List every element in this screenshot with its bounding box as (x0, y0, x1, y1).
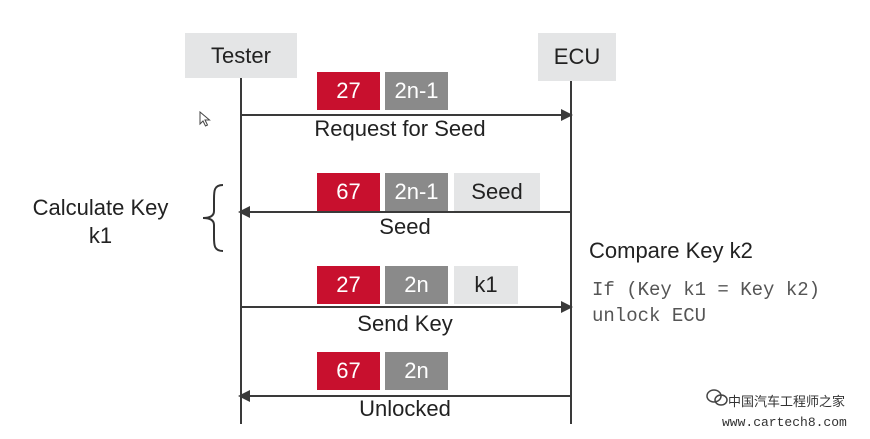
mouse-cursor-icon (199, 111, 211, 127)
message-3-parameter-text: k1 (474, 272, 498, 297)
message-1-label: Request for Seed (314, 116, 486, 141)
curly-brace-icon (202, 184, 224, 252)
message-1-subfunction-text: 2n-1 (394, 78, 439, 103)
ecu-lifeline (570, 81, 572, 424)
tester-actor: Tester (185, 33, 297, 78)
message-3-sid: 27 (317, 266, 380, 304)
message-2-subfunction: 2n-1 (385, 173, 448, 211)
message-2-parameter: Seed (454, 173, 540, 211)
message-4-arrow (238, 390, 571, 402)
message-4-label: Unlocked (359, 396, 451, 421)
message-3-parameter: k1 (454, 266, 518, 304)
ecu-note-code-line-2: unlock ECU (592, 305, 707, 327)
message-2-parameter-text: Seed (471, 179, 523, 204)
message-3-label: Send Key (357, 311, 453, 336)
message-4-sid: 67 (317, 352, 380, 390)
tester-note-line-1: Calculate Key (32, 195, 169, 220)
message-3-subfunction: 2n (385, 266, 448, 304)
tester-note-line-2: k1 (88, 223, 113, 248)
message-1-sid-text: 27 (336, 78, 361, 103)
message-1-sid: 27 (317, 72, 380, 110)
message-2-sid-text: 67 (336, 179, 361, 204)
message-2-sid: 67 (317, 173, 380, 211)
ecu-label: ECU (553, 44, 601, 69)
watermark-url: www.cartech8.com (722, 415, 847, 430)
message-4-sid-text: 67 (336, 358, 361, 383)
arrow-left-icon (238, 206, 250, 218)
message-4-subfunction-text: 2n (404, 358, 429, 383)
arrow-right-icon (561, 301, 573, 313)
message-2-subfunction-text: 2n-1 (394, 179, 439, 204)
tester-lifeline (240, 78, 242, 424)
arrow-left-icon (238, 390, 250, 402)
message-3-subfunction-text: 2n (404, 272, 429, 297)
message-1-subfunction: 2n-1 (385, 72, 448, 110)
ecu-note-code-line-1: If (Key k1 = Key k2) (592, 279, 821, 301)
message-2-label: Seed (379, 214, 431, 239)
arrow-right-icon (561, 109, 573, 121)
message-3-sid-text: 27 (336, 272, 361, 297)
wechat-logo-icon (706, 389, 728, 406)
message-1-arrow (241, 109, 573, 121)
tester-label: Tester (211, 42, 271, 68)
message-3-arrow (241, 301, 573, 313)
ecu-note-title: Compare Key k2 (589, 238, 753, 263)
message-4-subfunction: 2n (385, 352, 448, 390)
watermark-text: 中国汽车工程师之家 (728, 394, 846, 409)
message-2-arrow (238, 206, 571, 218)
ecu-actor: ECU (538, 33, 616, 81)
